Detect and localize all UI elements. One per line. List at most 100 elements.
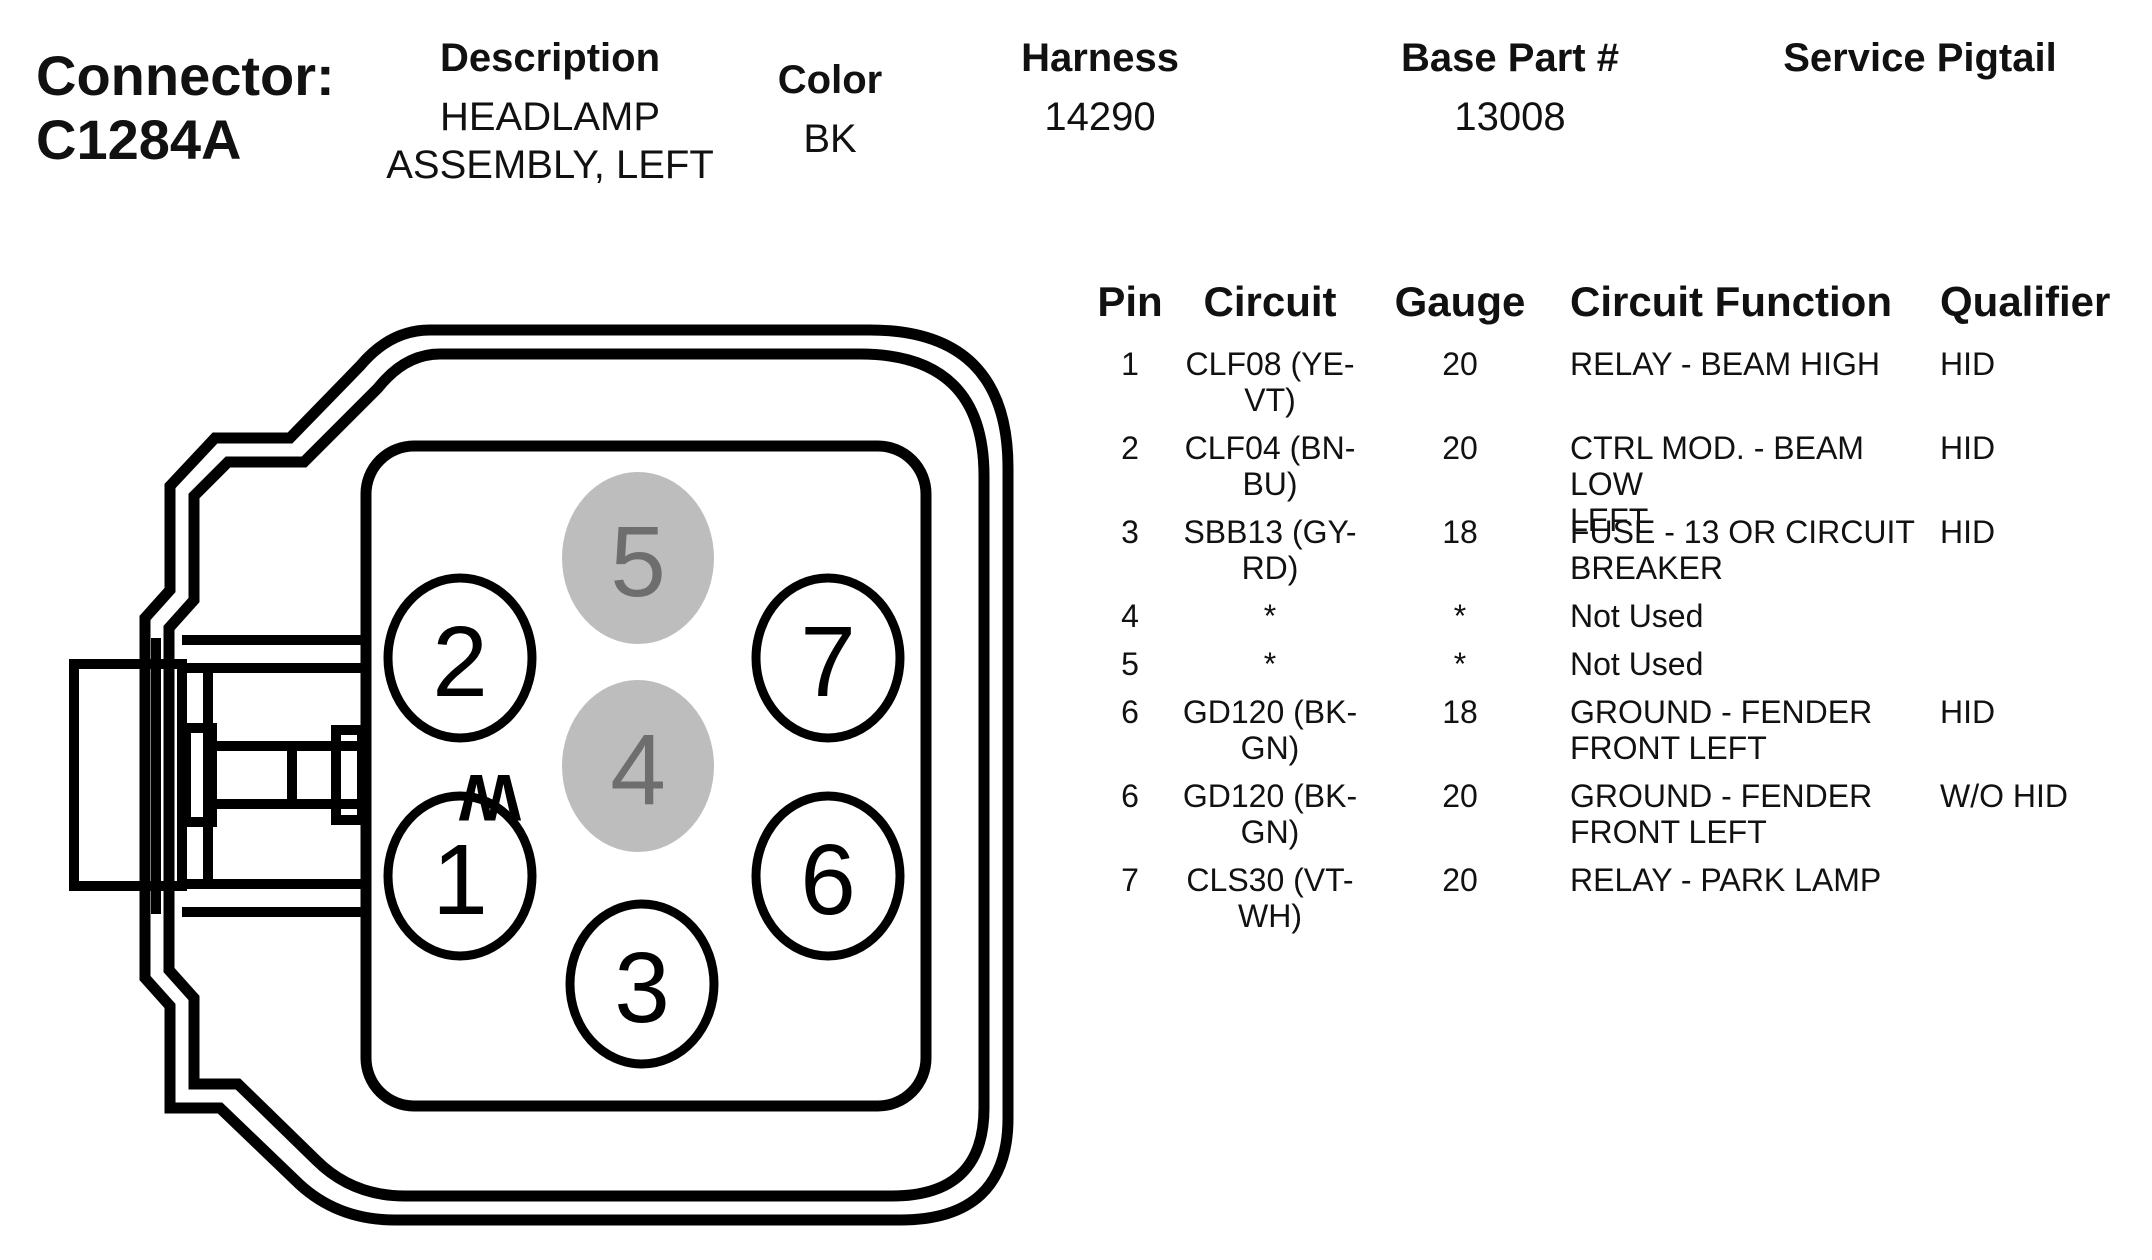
color-value: BK: [803, 117, 857, 161]
cell-gauge: 20: [1442, 778, 1478, 814]
pin-3: 3: [565, 899, 719, 1069]
pin-1-label: 1: [432, 824, 488, 936]
service-pigtail-label: Service Pigtail: [1783, 36, 2057, 80]
cell-circuit-line: GN): [1240, 730, 1300, 766]
connector-inner-shell: [163, 348, 990, 1202]
description-line-1: HEADLAMP: [439, 95, 661, 139]
cell-circuit: CLF08 (YE-VT): [1180, 346, 1360, 418]
cell-gauge: 20: [1442, 346, 1478, 382]
cell-circuit-line: GD120 (BK-: [1182, 694, 1358, 730]
cell-pin: 7: [1121, 862, 1139, 898]
cell-function-line: RELAY - BEAM HIGH: [1570, 346, 1880, 382]
cell-circuit: SBB13 (GY-RD): [1180, 514, 1360, 586]
cell-gauge: 20: [1442, 862, 1478, 898]
cell-function: Not Used: [1570, 646, 1930, 682]
pin-2-label: 2: [432, 606, 488, 718]
pin-1: 1: [383, 791, 537, 961]
connector-label: Connector:: [36, 44, 335, 107]
cell-pin: 6: [1121, 694, 1139, 730]
cell-qualifier: HID: [1940, 514, 1996, 550]
cell-function-line: GROUND - FENDER: [1570, 778, 1873, 814]
color-label: Color: [777, 58, 883, 102]
pin-3-circle: [565, 899, 719, 1069]
color-block: Color BK: [740, 58, 920, 162]
connector-title: Connector: C1284A: [36, 44, 335, 172]
cell-function-line: GROUND - FENDER: [1570, 694, 1873, 730]
cell-circuit: CLF04 (BN-BU): [1180, 430, 1360, 502]
cell-circuit-line: CLS30 (VT-: [1186, 862, 1354, 898]
cell-circuit: CLS30 (VT-WH): [1180, 862, 1360, 934]
cell-circuit-line: *: [1263, 598, 1277, 634]
pin-6-circle: [751, 791, 905, 961]
cell-function: RELAY - BEAM HIGH: [1570, 346, 1930, 382]
cell-function-line: RELAY - PARK LAMP: [1570, 862, 1882, 898]
cell-function-line: Not Used: [1570, 598, 1704, 634]
service-pigtail-block: Service Pigtail: [1720, 36, 2120, 81]
pin-3-label: 3: [614, 932, 670, 1044]
pin-2-circle: [383, 573, 537, 743]
cell-gauge: 20: [1442, 430, 1478, 466]
cell-function-line: FRONT LEFT: [1570, 814, 1767, 850]
cell-pin: 6: [1121, 778, 1139, 814]
pin-5-circle: [562, 472, 714, 644]
connector-outer-shell: [139, 324, 1014, 1226]
cell-circuit-line: *: [1263, 646, 1277, 682]
harness-block: Harness 14290: [960, 36, 1240, 140]
col-header-circuit: Circuit: [1203, 278, 1337, 325]
cell-pin: 2: [1121, 430, 1139, 466]
description-block: Description HEADLAMP ASSEMBLY, LEFT: [360, 36, 740, 189]
harness-value: 14290: [1044, 95, 1156, 139]
base-part-value: 13008: [1454, 95, 1566, 139]
cell-pin: 4: [1121, 598, 1139, 634]
cell-pin: 5: [1121, 646, 1139, 682]
pin-6-label: 6: [800, 824, 856, 936]
pin-4: 4: [562, 680, 714, 852]
cell-circuit-line: RD): [1241, 550, 1299, 586]
pin-5-label: 5: [610, 506, 666, 618]
pin-1-circle: [383, 791, 537, 961]
cell-qualifier: W/O HID: [1940, 778, 2068, 814]
cell-circuit: *: [1180, 646, 1360, 682]
cell-qualifier: HID: [1940, 346, 1996, 382]
cell-gauge: *: [1453, 646, 1467, 682]
cell-pin: 3: [1121, 514, 1139, 550]
connector-id: C1284A: [36, 108, 242, 171]
pin-7: 7: [751, 573, 905, 743]
cell-circuit-line: GN): [1240, 814, 1300, 850]
pin-5: 5: [562, 472, 714, 644]
cell-function-line: Not Used: [1570, 646, 1704, 682]
cell-function-line: FRONT LEFT: [1570, 730, 1767, 766]
cell-function-line: BREAKER: [1570, 550, 1723, 586]
pin-2: 2: [383, 573, 537, 743]
cell-gauge: 18: [1442, 514, 1478, 550]
cell-circuit-line: WH): [1238, 898, 1302, 934]
cell-function-line: LEFT: [1570, 502, 1649, 538]
cell-circuit: GD120 (BK-GN): [1180, 694, 1360, 766]
cell-function: Not Used: [1570, 598, 1930, 634]
pin-4-label: 4: [610, 714, 666, 826]
cell-function-line: FUSE - 13 OR CIRCUIT: [1570, 514, 1915, 550]
cell-pin: 1: [1121, 346, 1139, 382]
pin-7-label: 7: [800, 606, 856, 718]
cell-circuit-line: GD120 (BK-: [1182, 778, 1358, 814]
col-header-qualifier: Qualifier: [1940, 278, 2111, 325]
cell-circuit: GD120 (BK-GN): [1180, 778, 1360, 850]
cell-circuit-line: SBB13 (GY-: [1183, 514, 1357, 550]
pin-6: 6: [751, 791, 905, 961]
cell-qualifier: HID: [1940, 694, 1996, 730]
base-part-block: Base Part # 13008: [1340, 36, 1680, 140]
cell-circuit-line: CLF08 (YE-: [1185, 346, 1355, 382]
cell-circuit-line: CLF04 (BN-: [1184, 430, 1356, 466]
col-header-gauge: Gauge: [1394, 278, 1526, 325]
pins-layer: 1 2 3 4 5 6 7: [383, 472, 905, 1069]
cell-circuit-line: VT): [1244, 382, 1296, 418]
cell-gauge: 18: [1442, 694, 1478, 730]
cell-qualifier: HID: [1940, 430, 1996, 466]
cell-function: RELAY - PARK LAMP: [1570, 862, 1930, 898]
description-line-2: ASSEMBLY, LEFT: [386, 143, 714, 187]
col-header-function: Circuit Function: [1570, 278, 1892, 325]
harness-label: Harness: [1021, 36, 1179, 80]
